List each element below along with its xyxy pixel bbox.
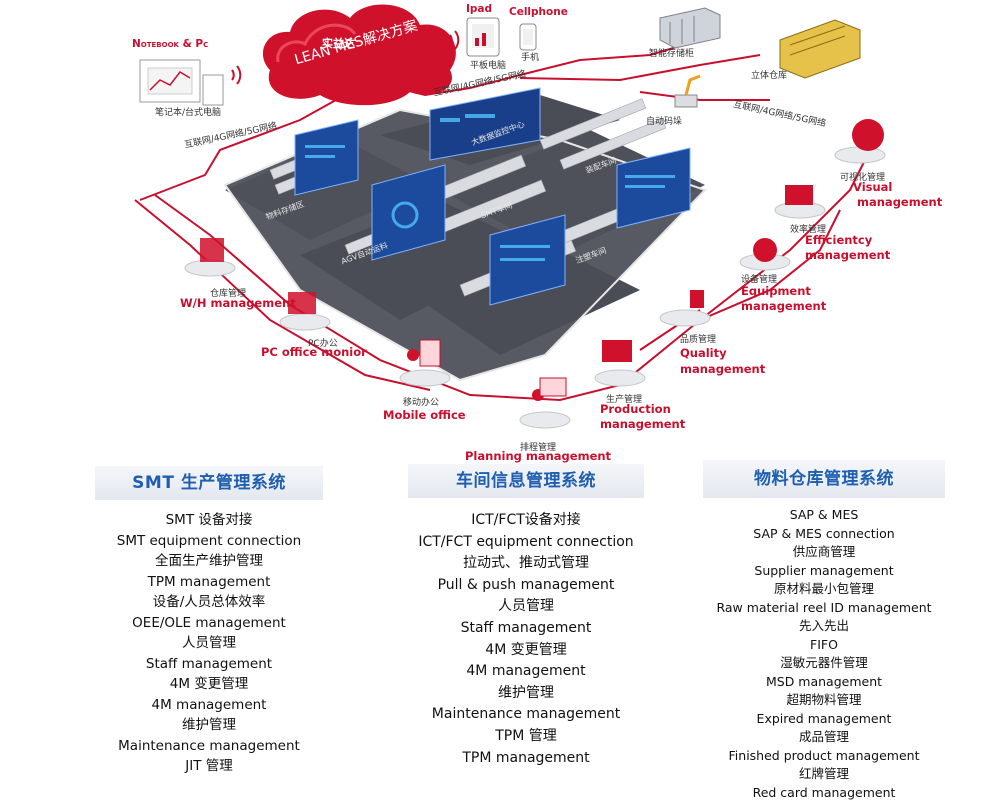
list-item: JIT 管理 [95, 756, 323, 777]
ipad-label-cn: 平板电脑 [470, 58, 506, 71]
mobile-office-label-en: Mobile office [383, 408, 466, 422]
section-warehouse-list: SAP & MES SAP & MES connection 供应商管理 Sup… [703, 506, 945, 802]
warehouse-label: 立体仓库 [751, 68, 787, 81]
section-warehouse: 物料仓库管理系统 SAP & MES SAP & MES connection … [703, 460, 945, 802]
cellphone-image [520, 24, 536, 50]
list-item: 人员管理 [95, 633, 323, 654]
list-item: Supplier management [703, 562, 945, 581]
list-item: TPM management [408, 748, 644, 770]
pc-office-label-en: PC office monior [261, 345, 367, 359]
list-item: 维护管理 [408, 683, 644, 705]
list-item: TPM 管理 [408, 726, 644, 748]
auto-pack-label: 自动码垛 [646, 114, 682, 127]
section-warehouse-title: 物料仓库管理系统 [703, 460, 945, 498]
list-item: 4M management [408, 661, 644, 683]
equipment-label-en1: Equipment [741, 284, 811, 298]
visual-label-en2: management [857, 195, 942, 209]
list-item: Staff management [408, 618, 644, 640]
list-item: Expired management [703, 710, 945, 729]
list-item: OEE/OLE management [95, 613, 323, 634]
list-item: 超期物料管理 [703, 691, 945, 710]
section-smt-list: SMT 设备对接 SMT equipment connection 全面生产维护… [95, 510, 323, 777]
notebook-label-cn: 笔记本/台式电脑 [155, 105, 221, 118]
warehouse-image [780, 20, 860, 78]
list-item: Maintenance management [408, 704, 644, 726]
quality-label-en2: management [680, 362, 765, 376]
list-item: Raw material reel ID management [703, 599, 945, 618]
list-item: 供应商管理 [703, 543, 945, 562]
ipad-image [467, 18, 499, 56]
list-item: FIFO [703, 636, 945, 655]
list-item: 成品管理 [703, 728, 945, 747]
list-item: ICT/FCT equipment connection [408, 532, 644, 554]
list-item: ICT/FCT设备对接 [408, 510, 644, 532]
list-item: 人员管理 [408, 596, 644, 618]
list-item: 湿敏元器件管理 [703, 654, 945, 673]
list-item: SMT 设备对接 [95, 510, 323, 531]
planning-label-en: Planning management [465, 449, 611, 463]
mes-architecture-diagram: 实益达 LEAN MES解决方案 Notebook & Pc 笔记本/台式电脑 … [0, 0, 1000, 465]
section-workshop: 车间信息管理系统 ICT/FCT设备对接 ICT/FCT equipment c… [408, 464, 644, 769]
section-smt: SMT 生产管理系统 SMT 设备对接 SMT equipment connec… [95, 466, 323, 777]
mobile-office-label-cn: 移动办公 [403, 395, 439, 408]
smart-cabinet-image [660, 8, 720, 48]
notebook-pc-image [140, 60, 223, 105]
notebook-label-en: Notebook & Pc [132, 38, 208, 50]
cellphone-label-en: Cellphone [509, 6, 568, 18]
list-item: Maintenance management [95, 736, 323, 757]
smart-cabinet-label: 智能存储柜 [649, 46, 694, 59]
list-item: SAP & MES [703, 506, 945, 525]
list-item: 4M 变更管理 [95, 674, 323, 695]
section-workshop-list: ICT/FCT设备对接 ICT/FCT equipment connection… [408, 510, 644, 769]
section-workshop-title: 车间信息管理系统 [408, 464, 644, 498]
quality-label-en1: Quality [680, 346, 727, 360]
list-item: 4M management [95, 695, 323, 716]
mes-cloud [263, 4, 456, 105]
list-item: Pull & push management [408, 575, 644, 597]
section-smt-title: SMT 生产管理系统 [95, 466, 323, 500]
visual-label-en1: Visual [853, 180, 892, 194]
cellphone-label-cn: 手机 [521, 50, 539, 63]
list-item: 先入先出 [703, 617, 945, 636]
ipad-label-en: Ipad [466, 3, 492, 15]
quality-label-cn: 品质管理 [680, 332, 716, 345]
production-label-en1: Production [600, 402, 671, 416]
list-item: 拉动式、推动式管理 [408, 553, 644, 575]
list-item: Staff management [95, 654, 323, 675]
auto-pack-robot-image [675, 76, 700, 107]
list-item: SAP & MES connection [703, 525, 945, 544]
efficiency-label-en1: Efficientcy [805, 233, 872, 247]
list-item: 原材料最小包管理 [703, 580, 945, 599]
list-item: MSD management [703, 673, 945, 692]
wh-label-en: W/H management [180, 296, 296, 310]
list-item: 4M 变更管理 [408, 640, 644, 662]
list-item: 红牌管理 [703, 765, 945, 784]
production-label-en2: management [600, 417, 685, 431]
list-item: SMT equipment connection [95, 531, 323, 552]
list-item: Finished product management [703, 747, 945, 766]
list-item: TPM management [95, 572, 323, 593]
efficiency-label-en2: management [805, 248, 890, 262]
list-item: 设备/人员总体效率 [95, 592, 323, 613]
equipment-label-en2: management [741, 299, 826, 313]
list-item: 维护管理 [95, 715, 323, 736]
list-item: Red card management [703, 784, 945, 802]
list-item: 全面生产维护管理 [95, 551, 323, 572]
